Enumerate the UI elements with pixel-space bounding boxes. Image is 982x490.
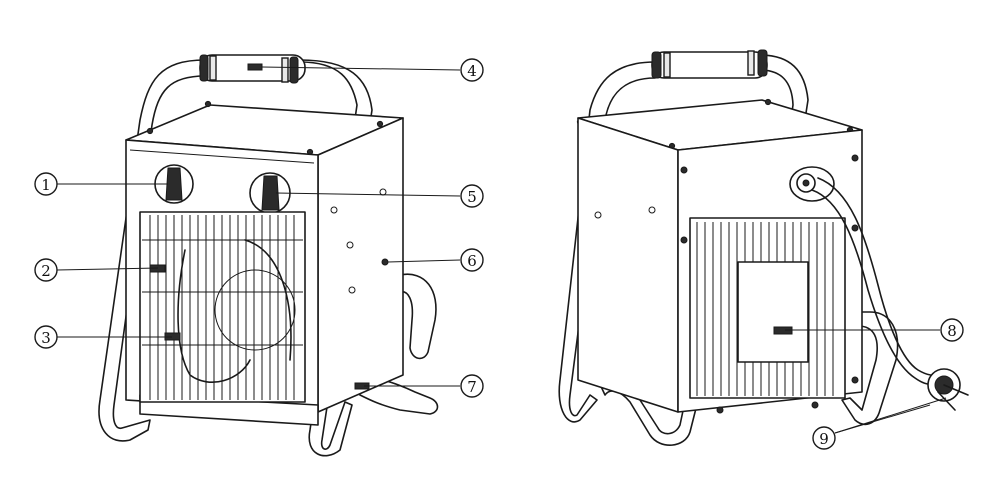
rear-handle-grip — [651, 49, 768, 79]
svg-text:6: 6 — [467, 252, 477, 270]
svg-text:5: 5 — [467, 188, 477, 206]
leader-lines — [56, 66, 947, 434]
callout-8: 8 — [940, 318, 964, 342]
leader-2 — [56, 267, 159, 271]
leader-5 — [275, 192, 461, 197]
svg-text:8: 8 — [947, 322, 957, 340]
leader-6 — [387, 259, 461, 263]
svg-text:1: 1 — [41, 176, 51, 194]
leader-4 — [261, 66, 461, 71]
svg-text:9: 9 — [819, 430, 829, 448]
front-grille — [139, 211, 306, 403]
leader-9b — [834, 397, 947, 434]
rear-fan-grille — [689, 217, 846, 399]
callout-3: 3 — [34, 325, 58, 349]
heater-rear-view — [558, 49, 969, 446]
callout-5: 5 — [460, 184, 484, 208]
svg-text:3: 3 — [41, 329, 51, 347]
svg-text:4: 4 — [467, 62, 477, 80]
callout-1: 1 — [34, 172, 58, 196]
front-handle-grip — [199, 54, 306, 84]
heater-front-view — [98, 54, 439, 457]
callout-4: 4 — [460, 58, 484, 82]
power-plug — [927, 368, 969, 411]
callout-9: 9 — [812, 426, 836, 450]
svg-text:7: 7 — [467, 378, 477, 396]
power-cord — [811, 177, 941, 385]
svg-text:2: 2 — [41, 262, 51, 280]
callout-7: 7 — [460, 374, 484, 398]
callout-2: 2 — [34, 258, 58, 282]
callout-6: 6 — [460, 248, 484, 272]
front-knob-1 — [154, 164, 194, 204]
